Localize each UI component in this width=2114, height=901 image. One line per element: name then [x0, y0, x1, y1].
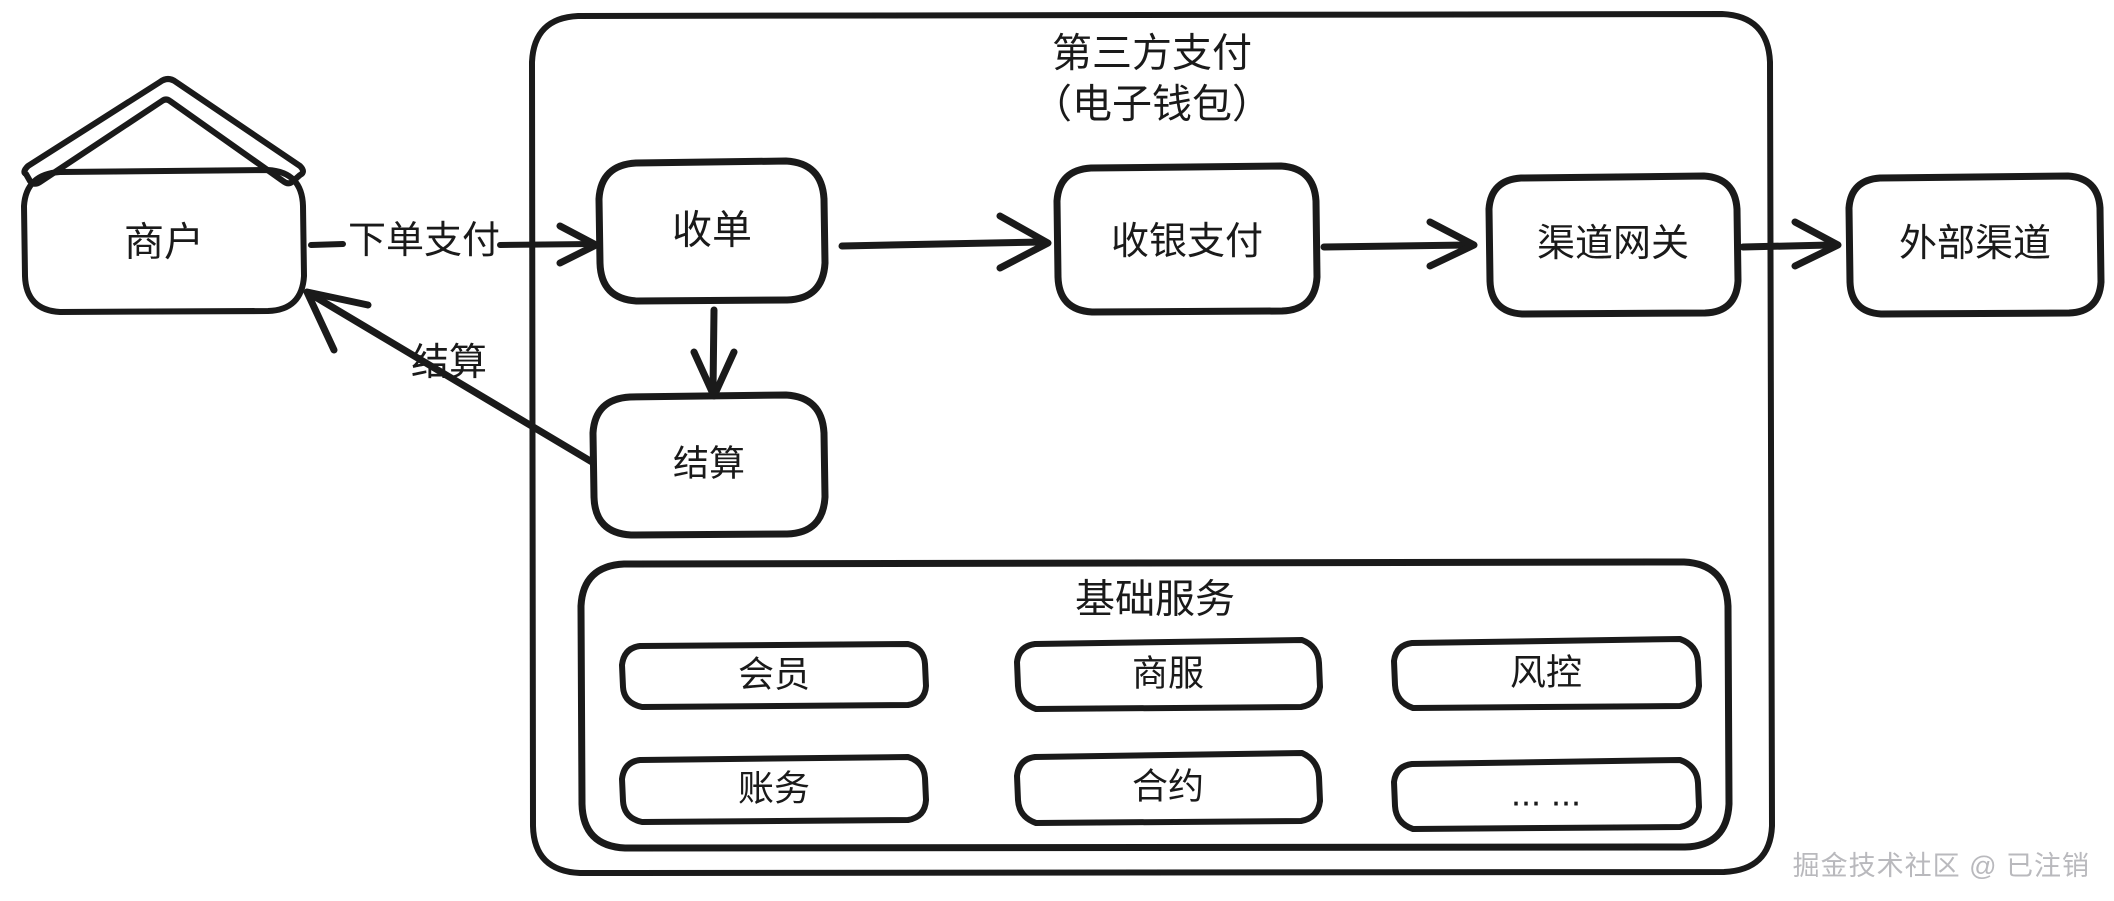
edge-merchant-to-acquiring: 下单支付: [308, 220, 600, 267]
edge-arrowhead: [1791, 218, 1842, 270]
merchant-label: 商户: [124, 221, 204, 265]
settlement-box: [589, 391, 829, 539]
external-channel-node[interactable]: 外部渠道: [1845, 172, 2105, 318]
cashier-payment-box: [1053, 162, 1321, 316]
base-service-item-contract[interactable]: 合约: [1014, 750, 1323, 826]
edge-arrowhead: [556, 222, 600, 267]
container-outline: [529, 11, 1775, 876]
settlement-label: 结算: [673, 443, 745, 484]
more-box: [1391, 757, 1702, 832]
acquiring-node[interactable]: 收单: [595, 157, 829, 305]
edge-label-place-order-pay: 下单支付: [348, 220, 500, 262]
container-title-line2: （电子钱包）: [1032, 83, 1272, 127]
edge-line: [308, 291, 596, 466]
third-party-payment-container: 第三方支付 （电子钱包）: [529, 11, 1775, 876]
edge-cashier-to-gateway: [1320, 218, 1478, 270]
cashier-payment-node[interactable]: 收银支付: [1053, 162, 1321, 316]
base-services-outline: [577, 558, 1733, 852]
base-services-container: 基础服务 会员 商服 风控 账务 合约: [577, 558, 1733, 852]
acquiring-label: 收单: [672, 209, 752, 253]
external-channel-box: [1845, 172, 2105, 318]
contract-label: 合约: [1132, 766, 1204, 807]
channel-gateway-node[interactable]: 渠道网关: [1485, 172, 1742, 318]
base-service-item-merchant-service[interactable]: 商服: [1014, 637, 1323, 712]
acquiring-box: [595, 157, 829, 305]
external-channel-label: 外部渠道: [1899, 223, 2051, 265]
accounting-box: [619, 754, 929, 825]
edge-arrowhead: [303, 288, 372, 354]
container-title-line1: 第三方支付: [1052, 32, 1252, 76]
edge-line: [1320, 241, 1472, 251]
base-service-item-more[interactable]: ... ...: [1391, 757, 1702, 832]
edge-line: [1739, 241, 1834, 251]
channel-gateway-box: [1485, 172, 1742, 318]
edge-arrowhead: [996, 212, 1052, 272]
member-label: 会员: [738, 654, 810, 695]
edge-acquiring-to-settlement: [690, 306, 738, 400]
edge-acquiring-to-cashier: [838, 212, 1052, 272]
base-service-item-risk-control[interactable]: 风控: [1391, 636, 1702, 711]
edge-label-settlement: 结算: [411, 342, 487, 384]
edge-line: [838, 238, 1046, 250]
merchant-service-box: [1014, 637, 1323, 712]
edge-gateway-to-external: [1739, 218, 1842, 270]
edge-arrowhead: [1426, 218, 1478, 270]
risk-control-label: 风控: [1510, 652, 1582, 693]
edge-settlement-to-merchant: 结算: [303, 288, 596, 466]
edge-line-left-stub: [308, 241, 346, 248]
base-services-title: 基础服务: [1075, 578, 1235, 622]
member-box: [619, 641, 929, 710]
base-service-item-member[interactable]: 会员: [619, 641, 929, 710]
settlement-node[interactable]: 结算: [589, 391, 829, 539]
channel-gateway-label: 渠道网关: [1537, 223, 1689, 265]
risk-control-box: [1391, 636, 1702, 711]
watermark: 掘金技术社区 @ 已注销: [1792, 851, 2090, 881]
merchant-node[interactable]: 商户: [21, 76, 307, 315]
edge-line: [709, 306, 718, 394]
accounting-label: 账务: [738, 768, 810, 809]
merchant-body: [21, 167, 307, 315]
cashier-payment-label: 收银支付: [1111, 221, 1263, 263]
edge-line-right-stub: [497, 241, 595, 248]
merchant-service-label: 商服: [1132, 653, 1204, 694]
more-label: ... ...: [1511, 773, 1581, 814]
contract-box: [1014, 750, 1323, 826]
base-service-item-accounting[interactable]: 账务: [619, 754, 929, 825]
